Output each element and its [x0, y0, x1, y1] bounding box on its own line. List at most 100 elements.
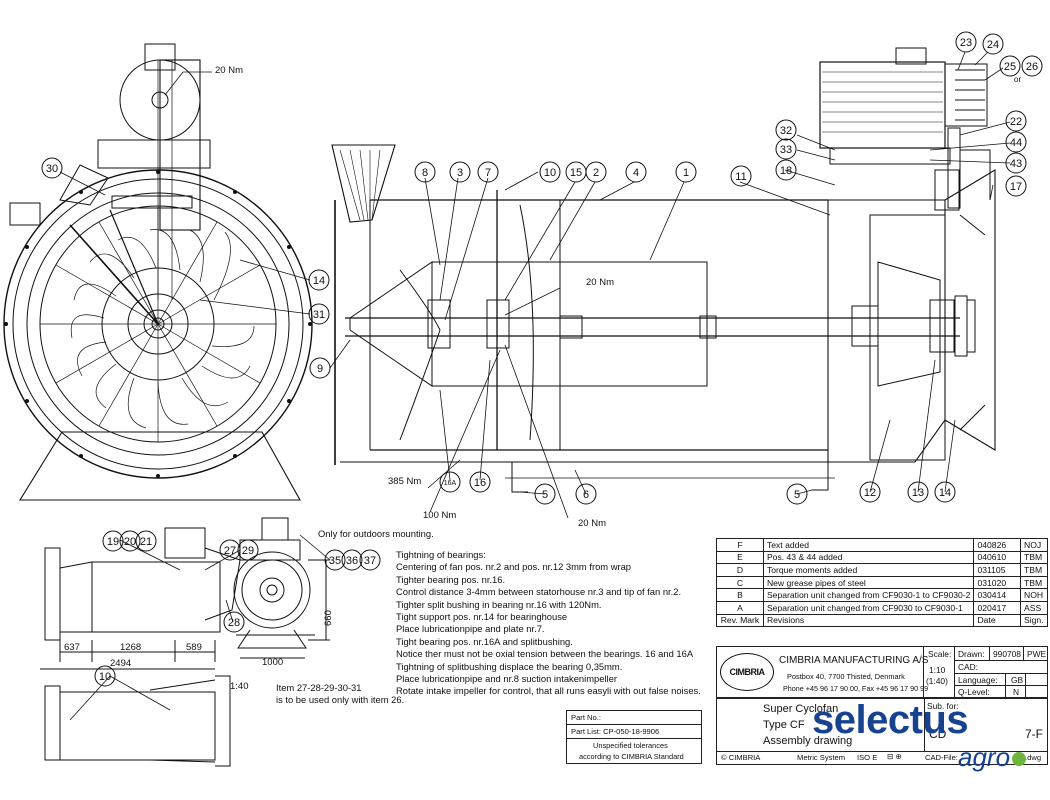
scale-small-label: 1:40 [230, 681, 249, 692]
bearing-note-line: Tight support pos. nr.14 for bearinghous… [396, 610, 568, 622]
title-line2: Type CF [763, 719, 805, 731]
bearing-note-line: Control distance 3-4mm between statorhou… [396, 586, 682, 598]
bearing-note-line: Place lubricationpipe and plate nr.7. [396, 623, 545, 635]
rev-text: Pos. 43 & 44 added [762, 550, 975, 565]
language-label: Language: [958, 675, 998, 685]
drawn-date: 990708 [993, 649, 1021, 659]
bearing-note-line: Notice ther must not be oxial tension be… [396, 648, 694, 660]
scale-value: 1:10 [929, 665, 946, 675]
bearing-note-line: Tighter bearing pos. nr.16. [396, 573, 506, 585]
callout-30: 30 [46, 163, 58, 175]
title-line3: Assembly drawing [763, 735, 853, 747]
callout-5a: 5 [542, 489, 548, 501]
callout-14a: 14 [313, 275, 325, 287]
rev-mark: B [716, 588, 764, 602]
dim-2494: 2494 [110, 658, 131, 669]
callout-7: 7 [485, 167, 491, 179]
rev-header-text: Revisions [762, 613, 975, 628]
footer-block: © CIMBRIA Metric System ISO E ⊟ ⊕ CAD-Fi… [716, 751, 1048, 765]
language-value: GB [1011, 675, 1024, 685]
rev-date: 031105 [973, 563, 1021, 577]
callout-4: 4 [633, 167, 639, 179]
callout-3: 3 [457, 167, 463, 179]
copyright: © CIMBRIA [721, 753, 761, 762]
rev-mark: E [716, 550, 764, 565]
rev-sign: TBM [1020, 563, 1048, 577]
rev-mark: A [716, 600, 764, 615]
callout-43: 43 [1010, 158, 1022, 170]
callout-36: 36 [346, 555, 358, 567]
callout-26: 26 [1026, 61, 1038, 73]
rev-sign: ASS [1020, 600, 1048, 615]
callout-29: 29 [242, 545, 254, 557]
metric-system: Metric System [797, 753, 846, 762]
drawing-number-suffix: 7-F [1025, 727, 1043, 741]
rev-text: Separation unit changed from CF9030 to C… [762, 600, 975, 615]
rev-header-date: Date [973, 613, 1021, 628]
rev-text: Torque moments added [762, 563, 975, 577]
scale-block: Scale: 1:10 (1:40) [923, 646, 955, 698]
dim-1268: 1268 [120, 642, 141, 653]
bearing-note-line: Rotate intake impeller for control, that… [396, 685, 701, 697]
rev-text: Separation unit changed from CF9030-1 to… [762, 588, 975, 602]
torque-label-top: 20 Nm [215, 65, 243, 76]
agro-watermark: agro [958, 742, 1010, 773]
part-no-label: Part No.: [571, 713, 601, 722]
callout-17: 17 [1010, 181, 1022, 193]
callout-16: 16 [474, 477, 486, 489]
callout-1: 1 [683, 167, 689, 179]
revision-table: F Text added 040826 NOJ E Pos. 43 & 44 a… [716, 538, 1048, 628]
torque-label-bottom: 20 Nm [578, 518, 606, 529]
revision-header-row: Rev. Mark Revisions Date Sign. [716, 613, 1048, 628]
item-note-line: Item 27-28-29-30-31 [276, 682, 362, 693]
callout-31: 31 [313, 309, 325, 321]
callout-44: 44 [1010, 137, 1022, 149]
sub-for-label: Sub. for: [927, 701, 959, 711]
callout-28: 28 [228, 617, 240, 629]
torque-label-100nm: 100 Nm [423, 510, 456, 521]
callout-27: 27 [224, 545, 236, 557]
scale-label: Scale: [928, 649, 952, 659]
rev-date: 030414 [973, 588, 1021, 602]
callout-11: 11 [735, 171, 746, 183]
leaf-icon [1012, 752, 1026, 766]
cimbria-logo-text: CIMBRIA [729, 667, 766, 677]
bearing-notes: Tightning of bearings: Centering of fan … [396, 549, 701, 698]
dim-1000: 1000 [262, 657, 283, 668]
rev-sign: TBM [1020, 575, 1048, 590]
bearing-note-line: Place lubricationpipe and nr.8 suction i… [396, 672, 617, 684]
rev-date: 020417 [973, 600, 1021, 615]
callout-20: 20 [124, 536, 136, 548]
company-address: Postbox 40, 7700 Thisted, Denmark [787, 672, 905, 681]
rev-date: 040610 [973, 550, 1021, 565]
callout-16a: 16A [444, 480, 457, 487]
rev-sign: NOH [1020, 588, 1048, 602]
callout-32: 32 [780, 125, 792, 137]
tolerances-line2: according to CIMBRIA Standard [579, 752, 684, 761]
callout-6: 6 [583, 489, 589, 501]
callout-12: 12 [864, 487, 876, 499]
projection-icon: ⊟ ⊕ [887, 752, 902, 761]
drawing-number-prefix: CD [929, 727, 947, 741]
part-block: Part No.: Part List: CP-050-18-9906 Unsp… [566, 710, 702, 764]
callout-35: 35 [329, 555, 341, 567]
drawn-label: Drawn: [958, 649, 985, 659]
callout-18: 18 [780, 165, 792, 177]
part-list: Part List: CP-050-18-9906 [571, 727, 660, 736]
callout-10: 10 [544, 167, 556, 179]
rev-date: 031020 [973, 575, 1021, 590]
dim-660: 660 [323, 610, 334, 626]
revision-row: C New grease pipes of steel 031020 TBM [716, 575, 1048, 590]
rev-text: New grease pipes of steel [762, 575, 975, 590]
callout-15: 15 [570, 167, 582, 179]
side-view [331, 47, 996, 493]
callout-19: 19 [107, 536, 119, 548]
torque-label-shaft: 20 Nm [586, 277, 614, 288]
company-phone: Phone +45 96 17 90 00, Fax +45 96 17 90 … [783, 684, 929, 693]
callout-14b: 14 [939, 487, 951, 499]
bearing-note-line: Tightning of splitbushing displace the b… [396, 660, 623, 672]
callout-8: 8 [422, 167, 428, 179]
bearing-note-line: Tight bearing pos. nr.16A and splitbushi… [396, 635, 573, 647]
rev-header-mark: Rev. Mark [716, 613, 764, 628]
